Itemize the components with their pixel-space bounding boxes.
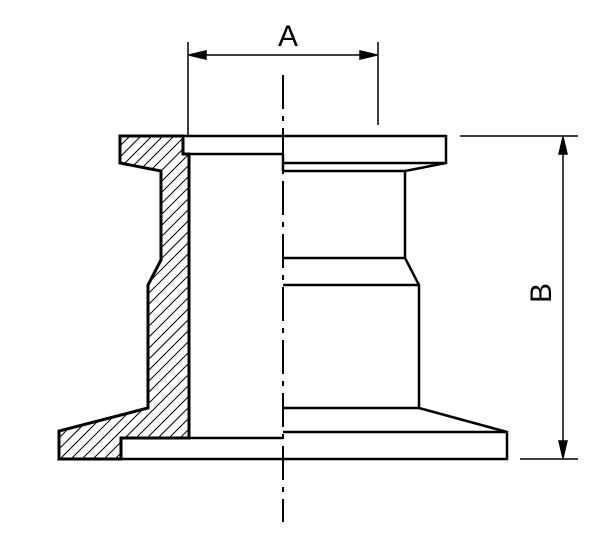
hatch-line [160, 186, 190, 216]
hatch-line [59, 420, 99, 460]
hatch-line [124, 373, 190, 439]
hatch-line [58, 424, 84, 450]
hatch-line [135, 384, 190, 439]
hatch-line [147, 318, 190, 361]
arrow-down-icon [558, 440, 568, 459]
hatch-line [160, 197, 190, 227]
top-flange [121, 134, 509, 461]
hatch-line [147, 340, 190, 383]
hatch-line [147, 296, 190, 339]
hatch-line [123, 135, 153, 165]
hatch-line [119, 135, 131, 147]
dimension-a-label: A [278, 20, 298, 53]
hatch-line [160, 208, 190, 238]
hatch-line [168, 417, 190, 439]
hatch-line [160, 164, 190, 194]
hatch-line [147, 263, 190, 306]
section-outline [57, 134, 191, 461]
dimension-b [460, 135, 578, 460]
hatch-line [147, 362, 190, 405]
hatch-line [149, 241, 190, 282]
hatch-line [147, 329, 190, 372]
hatch-line [147, 252, 190, 295]
hatch-line [70, 416, 114, 460]
hatch-line [142, 135, 175, 168]
dimension-a [187, 42, 379, 136]
dimension-b-label: B [525, 283, 558, 303]
hatch-line [160, 148, 184, 172]
hatch-line [160, 153, 190, 183]
hatch-line [160, 175, 190, 205]
hatch-line [147, 285, 190, 328]
hatch-line [151, 137, 184, 170]
hatch-line [81, 412, 129, 460]
hatch-line [92, 409, 143, 460]
hatch-line [160, 230, 190, 260]
arrow-right-icon [359, 50, 378, 60]
hatch-line [160, 219, 190, 249]
hatch-line [133, 135, 164, 166]
hatch-line [146, 395, 190, 439]
hatch-line [147, 274, 190, 317]
arrow-up-icon [558, 136, 568, 155]
hatch-line [147, 307, 190, 350]
hatch-line [103, 441, 122, 460]
hatch-line [157, 406, 190, 439]
arrow-left-icon [188, 50, 207, 60]
section-hatching [58, 135, 190, 460]
hatch-line [119, 135, 142, 158]
hatch-line [147, 351, 190, 394]
body-outline [121, 134, 509, 461]
